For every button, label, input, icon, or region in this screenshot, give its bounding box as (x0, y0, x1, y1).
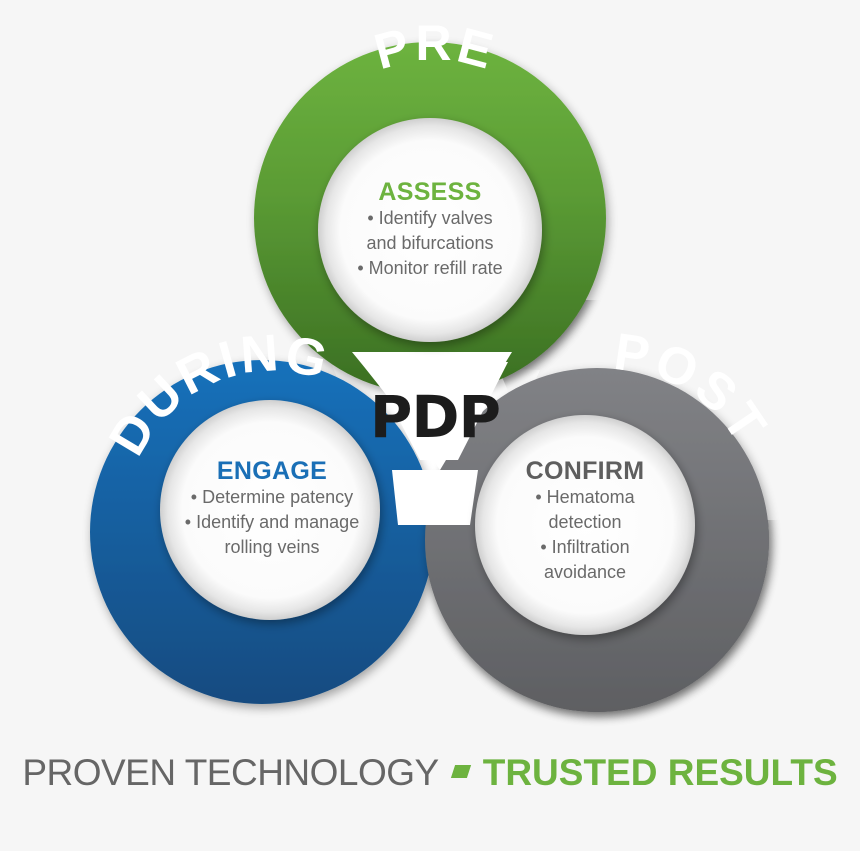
confirm-line-2: detection (548, 512, 622, 532)
assess-line-1: • Identify valves (367, 208, 493, 228)
disc-assess (318, 118, 542, 342)
engage-line-2: • Identify and manage (184, 512, 360, 532)
engage-line-3: rolling veins (224, 537, 320, 557)
confirm-title: CONFIRM (525, 457, 645, 485)
confirm-line-3: • Infiltration (540, 537, 630, 557)
confirm-line-4: avoidance (543, 562, 627, 582)
disc-confirm (475, 415, 695, 635)
assess-block: ASSESS • Identify valves and bifurcation… (320, 178, 540, 281)
tagline-right: TRUSTED RESULTS (482, 752, 838, 793)
engage-block: ENGAGE • Determine patency • Identify an… (162, 457, 382, 560)
assess-line-2: and bifurcations (366, 233, 494, 253)
engage-line-1: • Determine patency (190, 487, 354, 507)
tagline-left: PROVEN TECHNOLOGY (22, 752, 439, 793)
confirm-block: CONFIRM • Hematoma detection • Infiltrat… (475, 457, 695, 585)
engage-title: ENGAGE (216, 457, 328, 485)
tagline-separator-icon (450, 764, 471, 778)
tagline: PROVEN TECHNOLOGY TRUSTED RESULTS (0, 752, 860, 794)
center-label: PDP (369, 383, 501, 451)
assess-line-3: • Monitor refill rate (357, 258, 503, 278)
ring-label-pre: PRE (369, 15, 502, 80)
confirm-line-1: • Hematoma (535, 487, 635, 507)
assess-title: ASSESS (378, 178, 482, 206)
disc-engage (160, 400, 380, 620)
